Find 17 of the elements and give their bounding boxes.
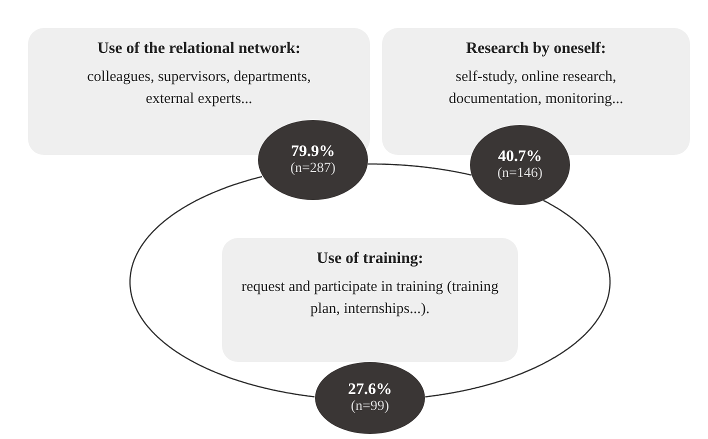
sample-size: (n=99) xyxy=(350,399,390,415)
category-card xyxy=(28,28,370,155)
card-description: self-study, online research, documentation, monitoring... xyxy=(448,68,624,109)
category-card xyxy=(222,238,518,362)
connector-arc xyxy=(368,163,472,176)
card-heading: Research by oneself: xyxy=(464,40,608,58)
card-heading: Use of training: xyxy=(316,250,424,268)
percentage-value: 27.6% xyxy=(348,381,392,399)
card-description: request and participate in training (training plan, internships...). xyxy=(240,278,500,319)
connector-arc xyxy=(129,176,315,398)
percentage-value: 79.9% xyxy=(291,143,335,161)
card-heading: Use of the relational network: xyxy=(96,40,302,58)
percentage-value: 40.7% xyxy=(498,148,542,166)
card-description: colleagues, supervisors, departments, external experts... xyxy=(86,68,312,109)
sample-size: (n=146) xyxy=(497,166,543,182)
sample-size: (n=287) xyxy=(290,161,336,177)
connector-arc xyxy=(425,200,611,398)
